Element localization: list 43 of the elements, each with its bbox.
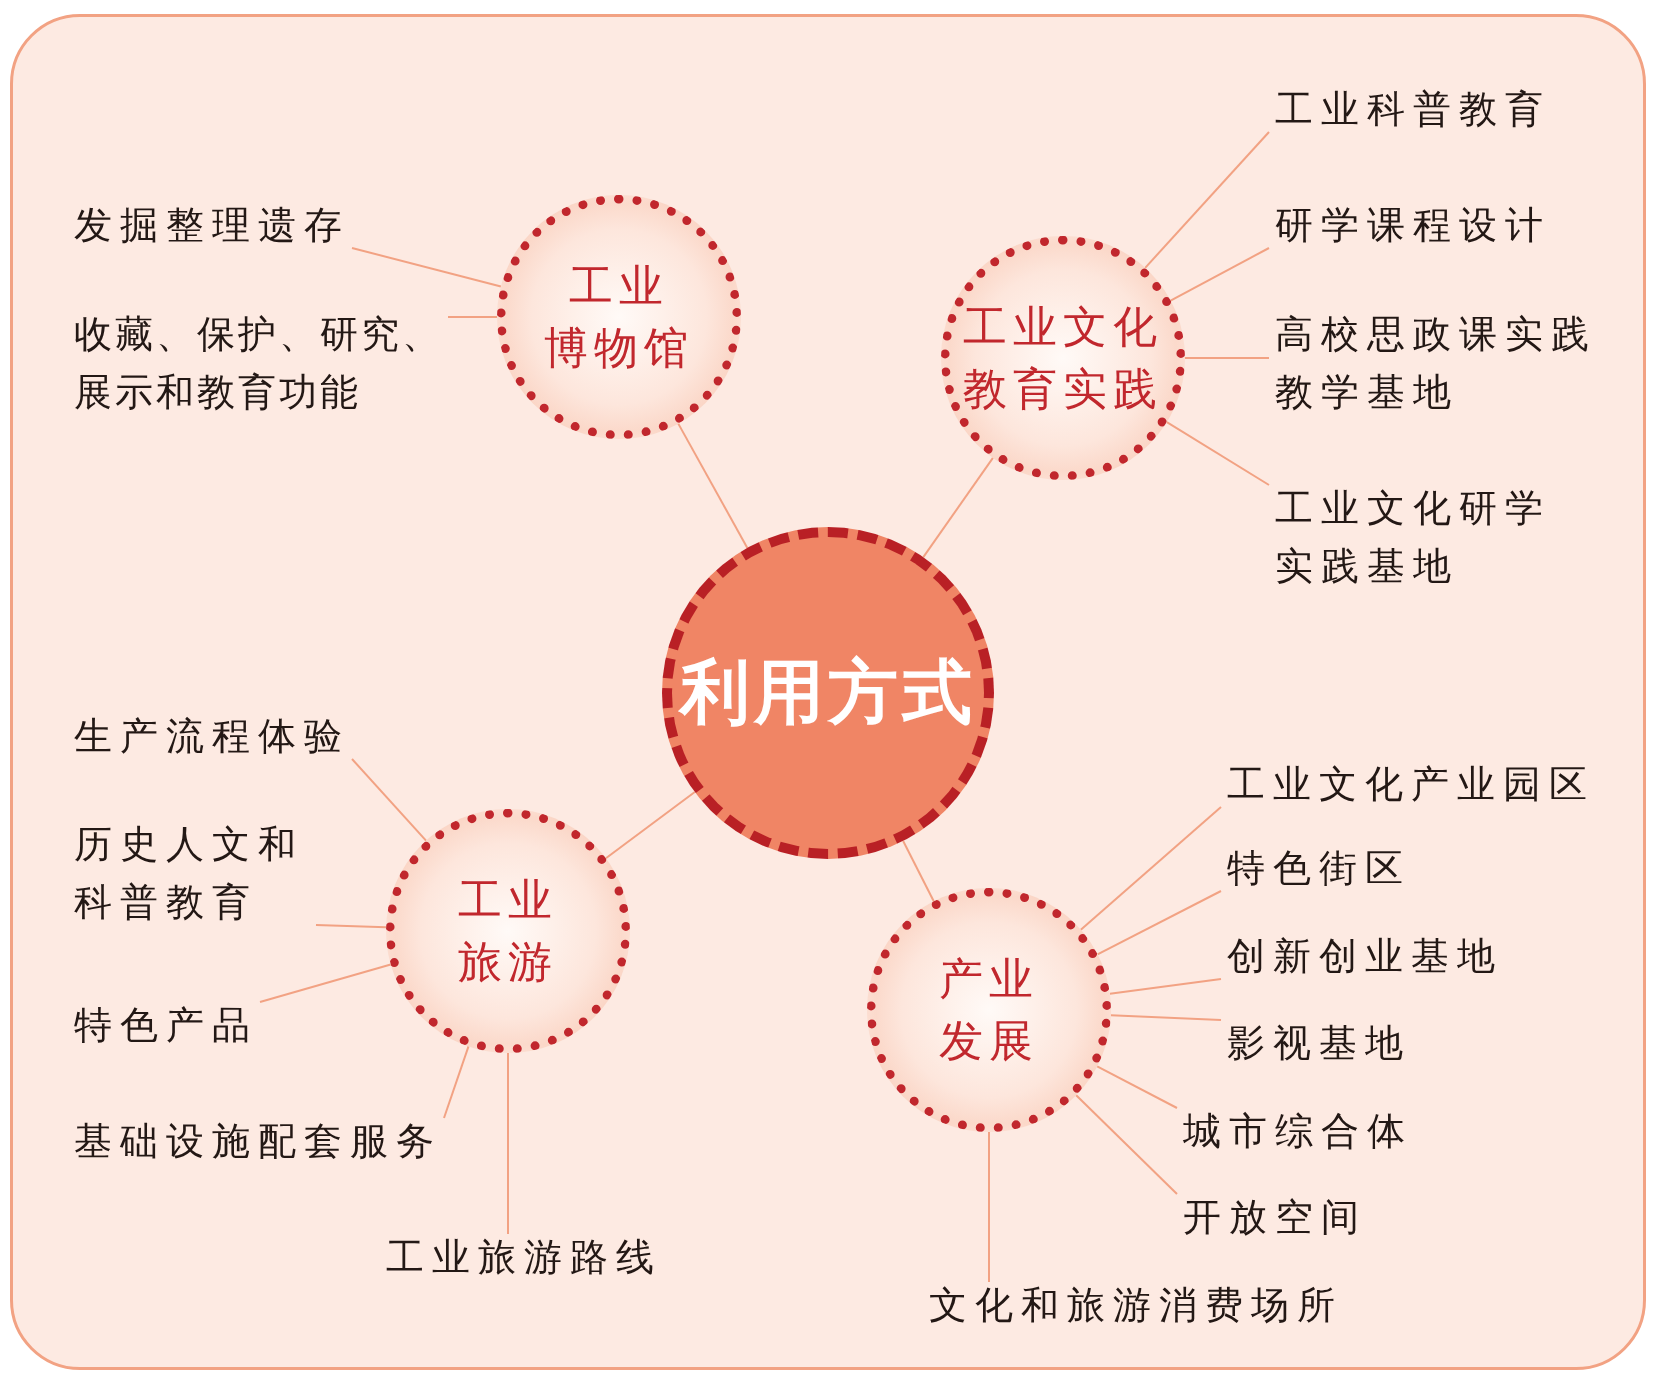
connector-line (1079, 806, 1222, 931)
connector-line (604, 791, 696, 860)
item-label: 工业文化研学实践基地 (1275, 479, 1565, 595)
connector-line (902, 840, 935, 903)
circle-label: 工业旅游 (458, 873, 558, 989)
connector-line (351, 247, 502, 288)
circle-label: 工业博物馆 (544, 259, 694, 375)
connector-line (1144, 131, 1270, 269)
item-label: 工业文化产业园区 (1227, 755, 1595, 813)
connector-line (1165, 421, 1270, 486)
item-label: 城市综合体 (1183, 1102, 1413, 1160)
connector-line (1169, 247, 1270, 302)
circle-label: 利用方式 (680, 650, 976, 735)
item-label: 高校思政课实践教学基地 (1275, 305, 1605, 421)
item-label: 开放空间 (1183, 1188, 1367, 1246)
item-label: 基础设施配套服务 (74, 1112, 442, 1170)
connector-line (922, 456, 994, 559)
item-label: 发掘整理遗存 (74, 196, 350, 254)
item-label: 研学课程设计 (1275, 196, 1551, 254)
connector-line (1184, 357, 1270, 359)
item-label: 特色街区 (1227, 839, 1411, 897)
connector-line (259, 963, 392, 1003)
connector-line (1096, 1065, 1178, 1109)
item-label: 工业科普教育 (1275, 80, 1551, 138)
item-label: 收藏、保护、研究、展示和教育功能 (74, 305, 446, 421)
item-label: 生产流程体验 (74, 707, 350, 765)
circle-label: 工业文化教育实践 (963, 300, 1163, 416)
connector-line (351, 758, 428, 842)
connector-line (1096, 890, 1222, 956)
connector-line (1075, 1094, 1178, 1195)
circle-label: 产业发展 (939, 952, 1039, 1068)
connector-line (447, 316, 498, 318)
item-label: 工业旅游路线 (386, 1228, 662, 1286)
connector-line (315, 924, 388, 929)
connector-line (988, 1131, 990, 1283)
connector-line (443, 1045, 470, 1119)
item-label: 特色产品 (74, 996, 258, 1054)
item-label: 历史人文和科普教育 (74, 815, 314, 931)
item-label: 影视基地 (1227, 1014, 1411, 1072)
item-label: 创新创业基地 (1227, 927, 1503, 985)
connector-line (507, 1052, 509, 1235)
connector-line (677, 422, 749, 549)
item-label: 文化和旅游消费场所 (929, 1276, 1343, 1334)
